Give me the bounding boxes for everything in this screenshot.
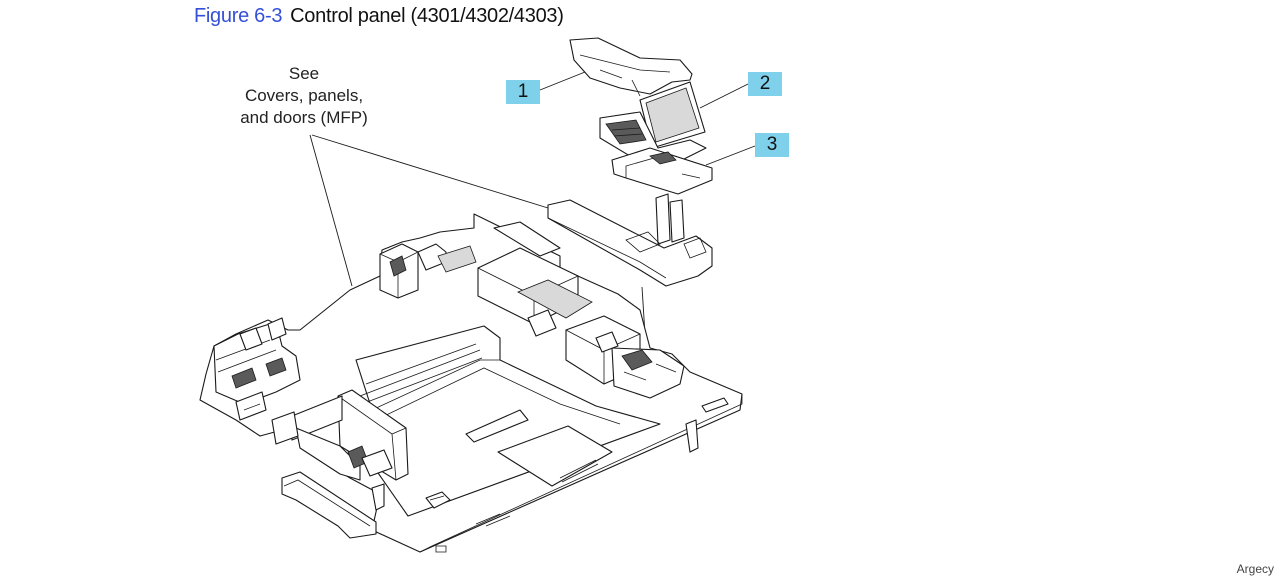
see-note-line: See [288,64,320,83]
callout-3: 3 [755,133,789,157]
leader-lines [309,69,756,351]
callout-2: 2 [748,72,782,96]
part-1-panel-cover [569,37,693,97]
part-2-control-panel-display [599,81,707,167]
scanner-base-assembly [199,213,743,553]
callout-label: 1 [517,81,529,102]
callout-label: 2 [759,73,771,94]
see-note-line: and doors (MFP) [240,108,368,127]
figure-title: Figure 6-3 Control panel (4301/4302/4303) [194,5,564,28]
leader-line-callout-1 [539,69,591,91]
figure-number: Figure 6-3 [194,5,283,27]
callout-1: 1 [506,80,540,104]
leader-line-callout-3 [705,145,756,166]
see-note-line: Covers, panels, [244,86,364,105]
see-reference-note: See Covers, panels, and doors (MFP) [218,63,390,129]
watermark: Argecy [1236,562,1274,576]
part-3-control-panel-base [611,147,713,195]
leader-line-callout-2 [699,83,749,109]
leader-line-see-note-left [309,134,353,287]
figure-caption: Control panel (4301/4302/4303) [290,5,564,27]
control-panel-bracket [547,193,713,287]
callout-label: 3 [766,134,778,155]
leader-line-see-note-right [311,134,549,209]
